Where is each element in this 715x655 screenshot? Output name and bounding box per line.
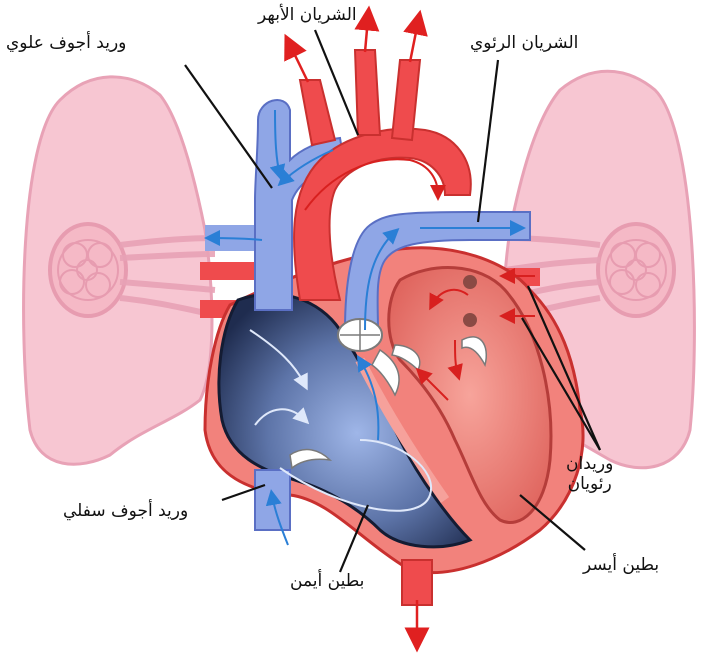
- descending-aorta: [402, 560, 432, 605]
- label-aorta: الشريان الأبهر: [258, 6, 357, 26]
- label-superior-vena-cava: وريد أجوف علوي: [6, 34, 126, 54]
- right-lung-alveoli: [598, 224, 674, 316]
- left-lung: [24, 77, 215, 464]
- label-pulmonary-artery: الشريان الرئوي: [470, 34, 578, 54]
- label-right-ventricle: بطين أيمن: [290, 572, 364, 592]
- label-pulmonary-veins-line1: وريدان: [566, 455, 613, 475]
- label-pulmonary-veins-line2: رئويان: [566, 475, 613, 495]
- left-lung-alveoli: [50, 224, 126, 316]
- label-inferior-vena-cava: وريد أجوف سفلي: [63, 502, 188, 522]
- label-left-ventricle: بطين أيسر: [583, 556, 659, 576]
- label-pulmonary-veins: وريدان رئويان: [566, 455, 613, 494]
- pulmonary-valve: [338, 319, 382, 351]
